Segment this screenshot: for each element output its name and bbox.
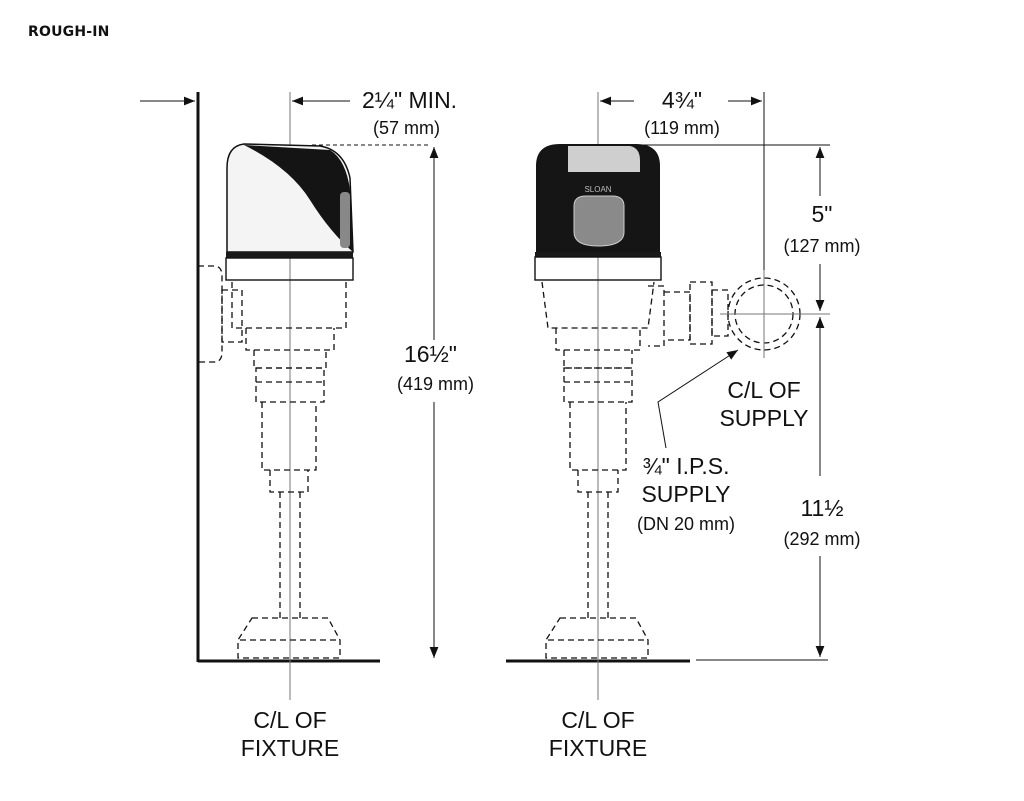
cl-supply-line2: SUPPLY [719,405,808,431]
height-dim-metric: (419 mm) [397,374,474,394]
offset-dim-metric: (57 mm) [373,118,440,138]
front-view: SLOAN [506,87,861,761]
valve-body-front [541,270,830,659]
supply-size-line2: SUPPLY [641,481,730,507]
top-to-supply-value: 5" [812,201,833,227]
supply-size-leader [657,349,739,449]
supply-size-line1: ¾" I.P.S. [642,453,729,479]
side-view: 2¼" MIN. (57 mm) 16½" (419 mm) C/L OF FI… [140,87,474,761]
supply-size-line3: (DN 20 mm) [637,514,735,534]
cl-supply-line1: C/L OF [727,377,800,403]
supply-height-metric: (292 mm) [783,529,860,549]
cl-fixture-right-line1: C/L OF [561,707,634,733]
offset-dim-value: 2¼" MIN. [362,87,457,113]
cl-fixture-left-line2: FIXTURE [241,735,339,761]
cl-fixture-left-line1: C/L OF [253,707,326,733]
supply-height-value: 11½ [800,495,843,521]
valve-head-side [225,143,354,281]
supply-offset-value: 4¾" [662,87,702,113]
valve-body-side [198,265,347,659]
valve-head-front: SLOAN [534,144,662,281]
brand-logo: SLOAN [584,185,611,194]
cl-fixture-right-line2: FIXTURE [549,735,647,761]
top-to-supply-metric: (127 mm) [783,236,860,256]
supply-offset-metric: (119 mm) [644,118,720,138]
height-dim-value: 16½" [404,341,457,367]
section-heading: ROUGH-IN [28,24,110,40]
